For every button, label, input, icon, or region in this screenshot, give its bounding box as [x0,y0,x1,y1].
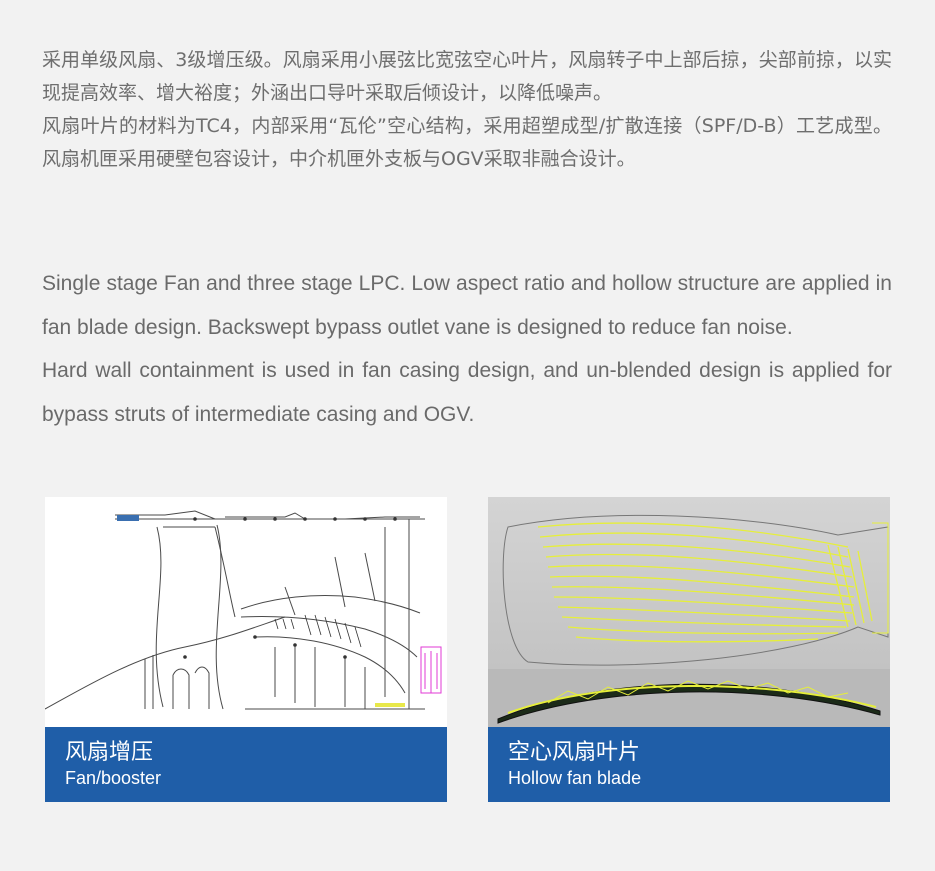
hollow-fan-blade-render [488,497,890,727]
english-description: Single stage Fan and three stage LPC. Lo… [42,262,892,436]
cn-paragraph-2: 风扇叶片的材料为TC4，内部采用“瓦伦”空心结构，采用超塑成型/扩散连接（SPF… [42,115,892,170]
fan-booster-card: 风扇增压 Fan/booster [45,497,447,802]
en-paragraph-1: Single stage Fan and three stage LPC. Lo… [42,272,892,339]
hollow-fan-blade-card: 空心风扇叶片 Hollow fan blade [488,497,890,802]
en-paragraph-2: Hard wall containment is used in fan cas… [42,359,892,426]
chinese-description: 采用单级风扇、3级增压级。风扇采用小展弦比宽弦空心叶片，风扇转子中上部后掠，尖部… [42,44,892,176]
hollow-fan-blade-caption: 空心风扇叶片 Hollow fan blade [488,727,890,802]
cn-paragraph-1: 采用单级风扇、3级增压级。风扇采用小展弦比宽弦空心叶片，风扇转子中上部后掠，尖部… [42,49,892,104]
fan-booster-caption-cn: 风扇增压 [65,740,154,765]
fan-booster-caption: 风扇增压 Fan/booster [45,727,447,802]
fan-booster-drawing [45,497,447,727]
fan-booster-cad-svg [45,497,447,727]
hollow-fan-blade-caption-cn: 空心风扇叶片 [508,740,641,765]
hollow-blade-svg [488,497,890,727]
hollow-fan-blade-caption-en: Hollow fan blade [508,768,642,788]
fan-booster-caption-en: Fan/booster [65,768,162,788]
